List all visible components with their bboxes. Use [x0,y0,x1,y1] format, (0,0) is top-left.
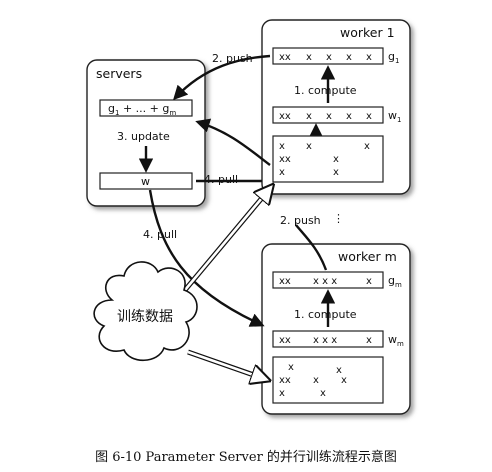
worker1-w-cell: x [306,111,312,122]
push-arrow-workerm [295,224,328,271]
worker1-weight-row [272,106,384,124]
workerm-data-cell: x [279,388,285,399]
workerm-g-cell: xx [279,276,291,287]
worker1-data-cell: x [279,141,285,152]
worker1-panel: worker 1 xx x x x x g1 1. compute xx x x… [261,19,411,195]
data-arrow-workerm [187,350,268,380]
worker1-g-cell: xx [279,52,291,63]
worker1-data-cell: x [333,167,339,178]
worker1-data-cell: x [306,141,312,152]
worker1-title: worker 1 [340,25,395,40]
worker1-g-cell: x [366,52,372,63]
pull-label-left: 4. pull [143,228,177,241]
ellipsis-vertical: ⋮ [333,212,344,225]
cloud-label: 训练数据 [117,309,173,325]
workerm-title: worker m [338,249,397,264]
push-label-mid: 2. push [280,214,321,227]
servers-title: servers [96,66,142,81]
worker1-g-cell: x [346,52,352,63]
worker1-w-label: w1 [388,109,401,124]
workerm-data-cell: x [313,375,319,386]
workerm-data-block [272,356,384,404]
workerm-w-cell: xx [279,335,291,346]
push-label-top: 2. push [212,52,253,65]
weight-label: w [141,175,150,188]
workerm-w-label: wm [388,333,404,348]
worker1-data-cell: x [364,141,370,152]
worker1-w-cell: xx [279,111,291,122]
worker1-w-cell: x [326,111,332,122]
workerm-data-cell: xx [279,375,291,386]
training-data-cloud: 训练数据 [93,261,198,362]
aggregated-gradient-label: g1 + ... + gm [108,102,176,117]
workerm-data-cell: x [336,365,342,376]
workerm-data-cell: x [341,375,347,386]
worker1-w-cell: x [346,111,352,122]
workerm-weight-row [272,330,384,348]
push-arrow-worker1 [173,54,271,101]
worker1-data-cell: xx [279,154,291,165]
worker1-data-cell: x [279,167,285,178]
figure-caption: 图 6-10 Parameter Server 的并行训练流程示意图 [95,450,397,465]
workerm-data-cell: x [288,362,294,373]
worker1-compute-label: 1. compute [294,84,357,97]
worker1-data-block [272,135,384,183]
aggregated-gradient-box [99,99,193,117]
pull-arrow-to-servers-side [195,118,271,166]
workerm-g-label: gm [388,274,402,289]
workerm-w-cell: x [366,335,372,346]
workerm-gradient-row [272,271,384,289]
worker1-w-cell: x [366,111,372,122]
worker1-gradient-row [272,47,384,65]
workerm-compute-label: 1. compute [294,308,357,321]
update-label: 3. update [117,130,170,143]
data-arrow-worker1 [184,186,272,291]
workerm-g-cell: x [366,276,372,287]
servers-panel: servers g1 + ... + gm 3. update w [86,59,206,207]
workerm-g-cell: x x x [313,276,337,287]
worker1-g-label: g1 [388,50,399,65]
parameter-server-diagram: servers g1 + ... + gm 3. update w worker… [86,19,411,415]
worker1-g-cell: x [326,52,332,63]
workerm-panel: worker m xx x x x x gm 1. compute xx x x… [261,243,411,415]
worker1-data-cell: x [333,154,339,165]
worker1-g-cell: x [306,52,312,63]
pull-arrow-workerm [148,189,265,327]
pull-label-right: 4. pull [204,173,238,186]
workerm-data-cell: x [320,388,326,399]
weight-box [99,172,193,190]
workerm-w-cell: x x x [313,335,337,346]
